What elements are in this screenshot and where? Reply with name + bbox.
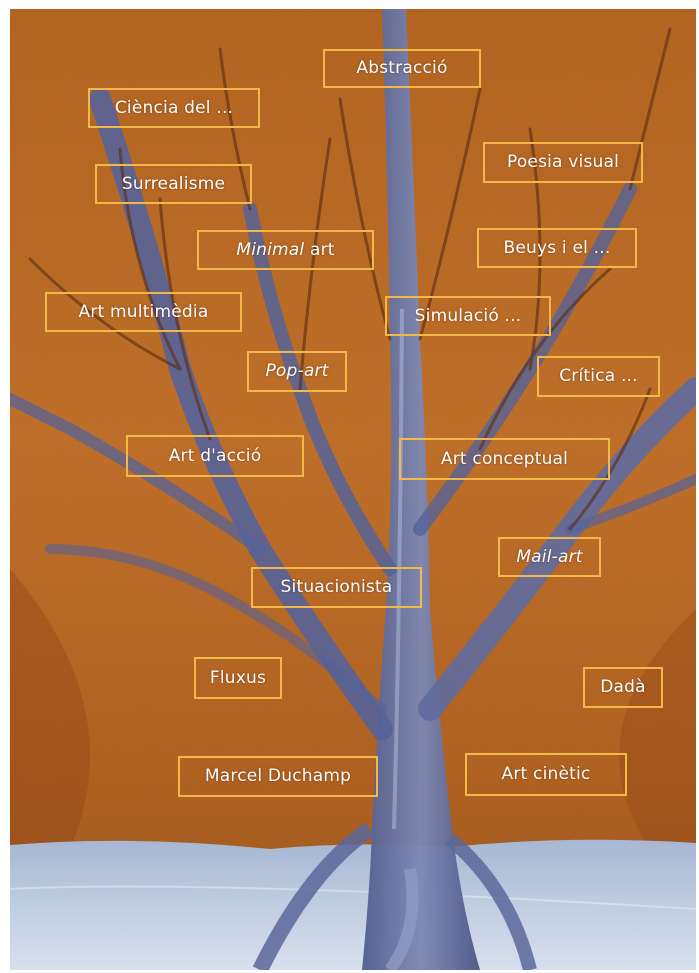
node-minimal-art-rest: art [304, 242, 334, 259]
node-situacionista[interactable]: Situacionista [251, 567, 422, 608]
node-art-conceptual[interactable]: Art conceptual [399, 438, 610, 480]
node-mail-art-italic: Mail [516, 549, 551, 566]
node-minimal-art-italic: Minimal [236, 242, 304, 259]
node-minimal-art[interactable]: Minimal art [197, 230, 374, 270]
art-movements-tree: Abstracció Ciència del ... Poesia visual… [10, 9, 696, 970]
node-fluxus[interactable]: Fluxus [194, 657, 282, 699]
node-poesia-visual[interactable]: Poesia visual [483, 142, 643, 183]
node-marcel-duchamp[interactable]: Marcel Duchamp [178, 756, 378, 797]
node-mail-art-rest: -art [552, 549, 583, 566]
node-art-daccio[interactable]: Art d'acció [126, 435, 304, 477]
node-art-cinetic[interactable]: Art cinètic [465, 753, 627, 796]
node-simulacio[interactable]: Simulació ... [385, 296, 551, 336]
node-art-multimedia[interactable]: Art multimèdia [45, 292, 242, 332]
node-critica[interactable]: Crítica ... [537, 356, 660, 397]
node-abstraccio[interactable]: Abstracció [323, 49, 481, 88]
node-ciencia[interactable]: Ciència del ... [88, 88, 260, 128]
node-pop-art[interactable]: Pop-art [247, 351, 347, 392]
node-surrealisme[interactable]: Surrealisme [95, 164, 252, 204]
node-mail-art[interactable]: Mail-art [498, 537, 601, 577]
node-beuys[interactable]: Beuys i el ... [477, 228, 637, 268]
node-dada[interactable]: Dadà [583, 667, 663, 708]
